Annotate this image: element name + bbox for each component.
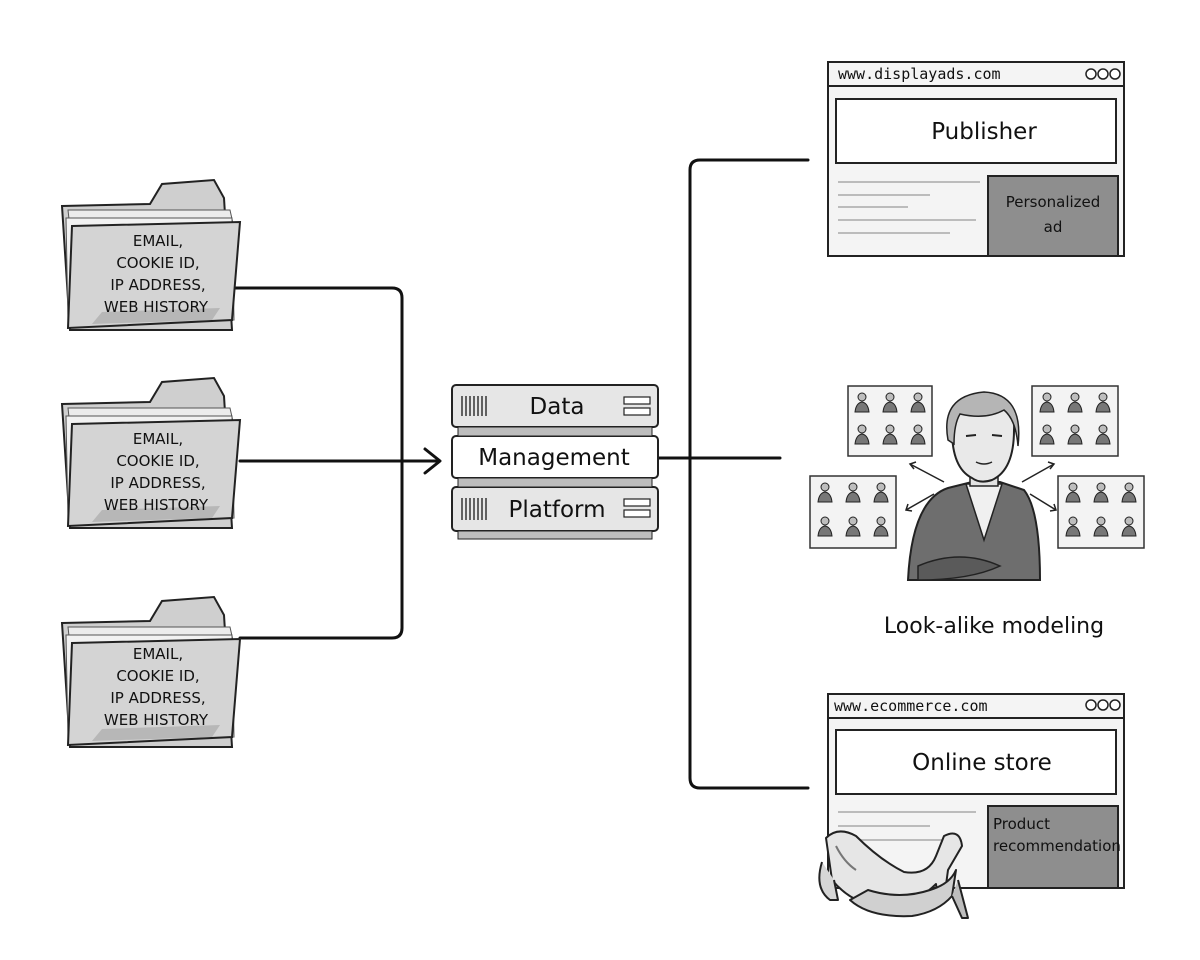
profile-grid-icon	[1057, 475, 1145, 549]
folder-label-line: WEB HISTORY	[104, 298, 209, 316]
data-management-platform-server: Data Management Platform	[451, 384, 659, 540]
server-rack-icon	[451, 384, 659, 540]
businesswoman-portrait	[906, 391, 1042, 581]
radiating-arrows	[905, 461, 1057, 512]
content-placeholder-lines	[838, 181, 980, 234]
folder-icon	[60, 376, 242, 529]
lookalike-caption: Look-alike modeling	[884, 614, 1104, 639]
connector-lines	[230, 158, 810, 790]
server-label-data: Data	[530, 394, 585, 420]
server-label-management: Management	[478, 445, 630, 471]
folder-icon	[60, 178, 242, 331]
publisher-browser-window: www.displayads.com Publisher Personalize…	[827, 61, 1125, 257]
folder-1: EMAIL, COOKIE ID, IP ADDRESS, WEB HISTOR…	[60, 178, 242, 331]
profile-grid-icon	[1031, 385, 1119, 457]
folder-label-line: WEB HISTORY	[104, 711, 209, 729]
folder-label-line: COOKIE ID,	[116, 254, 199, 272]
folder-label-line: EMAIL,	[133, 232, 183, 250]
product-recommendation-label: Product	[993, 815, 1050, 833]
window-dots-icon	[1085, 68, 1121, 80]
publisher-url: www.displayads.com	[838, 65, 1001, 83]
window-dots-icon	[1085, 699, 1121, 711]
folder-label-line: COOKIE ID,	[116, 667, 199, 685]
personalized-ad-label: Personalized	[1006, 193, 1101, 211]
lookalike-illustration: Look-alike modeling	[809, 385, 1145, 639]
high-heel-shoes-icon	[818, 830, 969, 919]
server-label-platform: Platform	[509, 497, 606, 523]
folder-label-line: EMAIL,	[133, 645, 183, 663]
folder-label-line: WEB HISTORY	[104, 496, 209, 514]
product-recommendation-label: recommendation	[993, 837, 1121, 855]
store-heading: Online store	[912, 750, 1052, 776]
publisher-heading: Publisher	[931, 119, 1037, 145]
store-url: www.ecommerce.com	[834, 697, 988, 715]
store-browser-window: www.ecommerce.com Online store Product r…	[818, 693, 1125, 919]
profile-grid-icon	[847, 385, 933, 457]
folder-label-line: IP ADDRESS,	[110, 474, 205, 492]
profile-grid-icon	[809, 475, 897, 549]
folder-icon	[60, 595, 242, 748]
folder-2: EMAIL, COOKIE ID, IP ADDRESS, WEB HISTOR…	[60, 376, 242, 529]
personalized-ad-label: ad	[1044, 218, 1063, 236]
folder-label-line: COOKIE ID,	[116, 452, 199, 470]
folder-3: EMAIL, COOKIE ID, IP ADDRESS, WEB HISTOR…	[60, 595, 242, 748]
folder-label-line: EMAIL,	[133, 430, 183, 448]
folder-label-line: IP ADDRESS,	[110, 689, 205, 707]
folder-label-line: IP ADDRESS,	[110, 276, 205, 294]
